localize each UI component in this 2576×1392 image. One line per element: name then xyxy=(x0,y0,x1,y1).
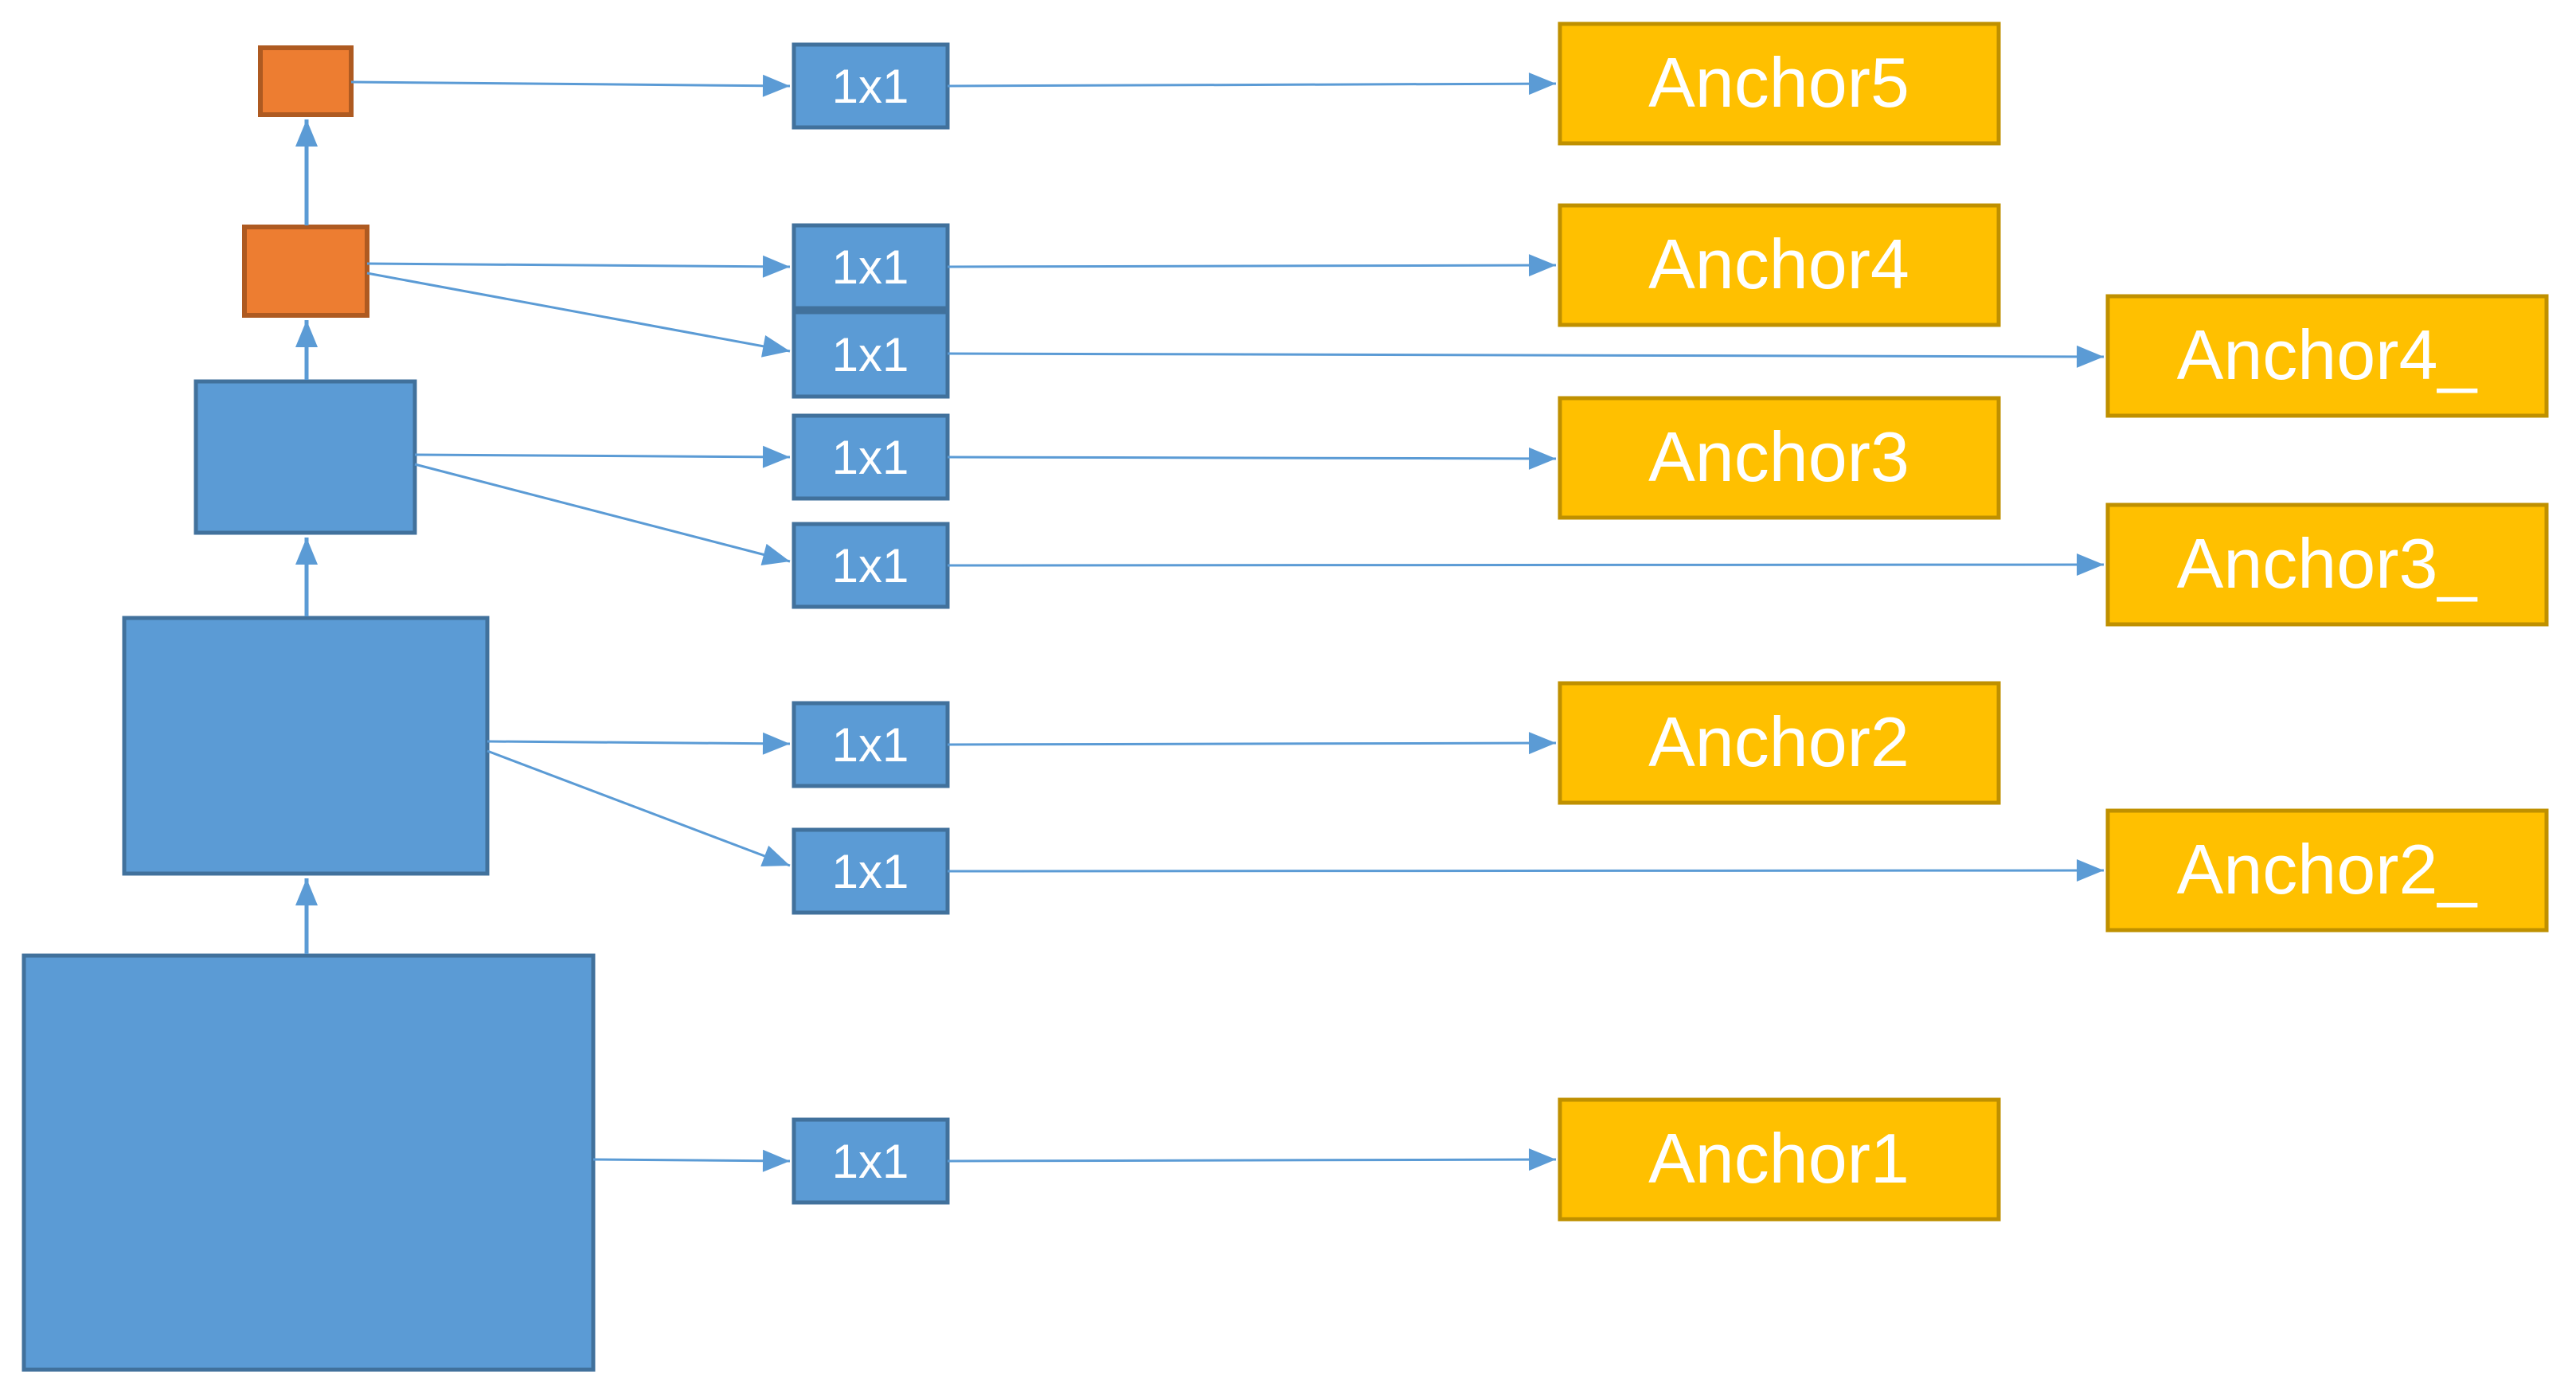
conv1x1-level4-box xyxy=(792,223,950,311)
anchor4-label: Anchor4 xyxy=(1648,225,1910,303)
feature-box-level3 xyxy=(193,379,417,535)
feature-box-level5 xyxy=(258,45,354,117)
conv1x1-level4b-box xyxy=(792,310,950,399)
anchor3b-box xyxy=(2105,502,2549,627)
anchor2b-label: Anchor2_ xyxy=(2177,830,2478,909)
conv1x1-level2b-label: 1x1 xyxy=(832,845,909,898)
anchor2-box xyxy=(1558,681,2001,805)
arrow-conv-to-anchor4 xyxy=(947,254,1557,277)
anchor3-label: Anchor3 xyxy=(1648,417,1910,496)
conv1x1-level4b-label: 1x1 xyxy=(832,328,909,381)
feature-box-level2 xyxy=(122,616,490,876)
feature-box-level4 xyxy=(242,225,369,318)
anchor5-label: Anchor5 xyxy=(1648,43,1910,122)
arrow-level3-to-convb xyxy=(414,463,791,566)
anchor1-box xyxy=(1558,1097,2001,1222)
arrow-conv-to-anchor4b xyxy=(947,345,2105,368)
arrow-level5-to-conv xyxy=(350,74,791,97)
arrow-level1-to-conv xyxy=(592,1149,791,1172)
conv1x1-level3-box xyxy=(792,413,950,501)
arrow-conv-to-anchor3 xyxy=(947,447,1557,470)
feature-box-level1 xyxy=(21,953,596,1372)
arrow-conv-to-anchor5 xyxy=(947,72,1557,96)
anchor4-box xyxy=(1558,203,2001,327)
arrow-level2-to-conv xyxy=(487,732,791,755)
arrow-level2-to-convb xyxy=(487,749,791,867)
arrow-conv-to-anchor2b xyxy=(947,859,2105,882)
anchor5-box xyxy=(1558,22,2001,146)
conv1x1-level4-label: 1x1 xyxy=(832,240,909,294)
conv1x1-level3b-label: 1x1 xyxy=(832,539,909,592)
conv1x1-level2-label: 1x1 xyxy=(832,718,909,772)
arrow-level3-to-conv xyxy=(414,445,791,468)
arrow-conv-to-anchor1 xyxy=(947,1148,1557,1171)
anchor4b-label: Anchor4_ xyxy=(2177,315,2478,394)
anchor2b-box xyxy=(2105,808,2549,933)
anchor3b-label: Anchor3_ xyxy=(2177,524,2478,603)
arrow-level4-to-conv xyxy=(366,255,791,278)
conv1x1-level5-label: 1x1 xyxy=(832,60,909,113)
anchor3-box xyxy=(1558,396,2001,520)
anchor4b-box xyxy=(2105,294,2549,418)
anchor2-label: Anchor2 xyxy=(1648,702,1910,781)
arrow-level4-to-convb xyxy=(366,272,791,358)
arrow-conv-to-anchor2 xyxy=(947,732,1557,755)
conv1x1-level3-label: 1x1 xyxy=(832,431,909,484)
conv1x1-level1-label: 1x1 xyxy=(832,1135,909,1188)
conv1x1-level5-box xyxy=(792,42,950,130)
anchor1-label: Anchor1 xyxy=(1648,1119,1910,1198)
conv1x1-level2-box xyxy=(792,701,950,788)
